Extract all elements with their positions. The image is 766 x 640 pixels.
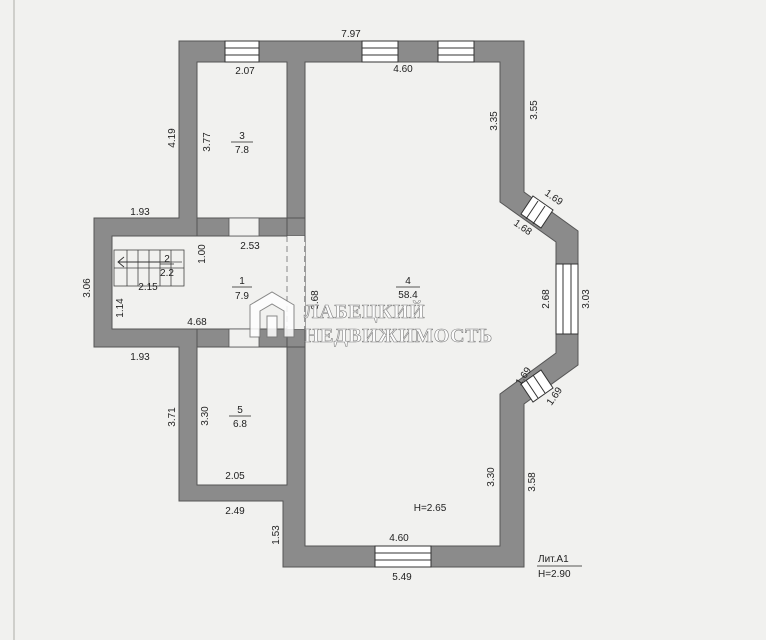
room-3-area: 7.8 bbox=[235, 145, 249, 156]
room-3-number: 3 bbox=[239, 131, 245, 142]
room-1-area: 7.9 bbox=[235, 291, 249, 302]
room-label-4: 4 58.4 bbox=[396, 276, 420, 301]
stair-arrow bbox=[117, 256, 170, 268]
room-2-area: 2.2 bbox=[160, 268, 174, 279]
dim-left-lower-outer: 3.71 bbox=[167, 407, 178, 427]
window-bay-lower bbox=[520, 369, 554, 403]
dim-stair-bottom-outer: 1.93 bbox=[130, 352, 150, 363]
dim-bottom-main-inner: 4.60 bbox=[389, 533, 409, 544]
window-bay-upper bbox=[520, 195, 554, 229]
dim-right-lower-inner: 3.30 bbox=[486, 467, 497, 487]
dim-main-left-lower-outer: 1.53 bbox=[271, 525, 282, 545]
dim-right-lower-outer: 3.58 bbox=[527, 472, 538, 492]
dim-hall-door-gap: 1.00 bbox=[197, 244, 208, 264]
watermark-line-1: ЛАБЕЦКИЙ bbox=[304, 300, 425, 323]
dim-hall-bottom-inner: 4.68 bbox=[187, 317, 207, 328]
watermark-logo bbox=[249, 291, 295, 338]
watermark-line-2: НЕДВИЖИМОСТЬ bbox=[304, 325, 493, 347]
litera-block: Лит.А1 H=2.90 bbox=[537, 554, 582, 580]
ceiling-height: H=2.65 bbox=[414, 503, 447, 514]
window-top-room3 bbox=[224, 40, 260, 63]
watermark: ЛАБЕЦКИЙ НЕДВИЖИМОСТЬ bbox=[249, 291, 493, 347]
room-label-5: 5 6.8 bbox=[229, 405, 251, 430]
window-bay-front bbox=[555, 263, 579, 335]
dim-left-upper-inner: 3.77 bbox=[202, 132, 213, 152]
room-5-number: 5 bbox=[237, 405, 243, 416]
dim-left-lower-inner: 3.30 bbox=[200, 406, 211, 426]
litera-name: Лит.А1 bbox=[538, 554, 569, 565]
dim-stair-top-outer: 1.93 bbox=[130, 207, 150, 218]
dim-bay-front-outer: 3.03 bbox=[581, 289, 592, 309]
dim-top-left-room: 2.07 bbox=[235, 66, 255, 77]
dim-bay-front-inner: 2.68 bbox=[541, 289, 552, 309]
dim-main-left-inner: 3.68 bbox=[310, 290, 321, 310]
wall-junction-upper bbox=[286, 217, 306, 237]
room-label-3: 3 7.8 bbox=[231, 131, 253, 156]
room-label-1: 1 7.9 bbox=[232, 276, 252, 302]
litera-height: H=2.90 bbox=[538, 569, 571, 580]
room-4-number: 4 bbox=[405, 276, 411, 287]
dim-bottom-left-outer: 2.49 bbox=[225, 506, 245, 517]
window-top-main-1 bbox=[361, 40, 399, 63]
dim-right-upper-outer: 3.55 bbox=[529, 100, 540, 120]
dim-stair-left-inner: 1.14 bbox=[115, 298, 126, 318]
room-5-area: 6.8 bbox=[233, 419, 247, 430]
dim-right-upper-inner: 3.35 bbox=[489, 111, 500, 131]
dim-left-upper-outer: 4.19 bbox=[167, 128, 178, 148]
dim-stair-length: 2.15 bbox=[138, 282, 158, 293]
room-1-number: 1 bbox=[239, 276, 245, 287]
window-bottom-main bbox=[374, 545, 432, 568]
dim-top-main: 4.60 bbox=[393, 64, 413, 75]
window-top-main-2 bbox=[437, 40, 475, 63]
room-4-area: 58.4 bbox=[398, 290, 418, 301]
dim-top-total: 7.97 bbox=[341, 29, 361, 40]
dim-bottom-left-room: 2.05 bbox=[225, 471, 245, 482]
dim-stair-left-outer: 3.06 bbox=[82, 278, 93, 298]
room-2-number: 2 bbox=[164, 254, 170, 265]
dim-hall-top-inner: 2.53 bbox=[240, 241, 260, 252]
door-room3 bbox=[228, 217, 260, 237]
dim-bottom-main-outer: 5.49 bbox=[392, 572, 412, 583]
room-label-2: 2 2.2 bbox=[160, 254, 174, 279]
